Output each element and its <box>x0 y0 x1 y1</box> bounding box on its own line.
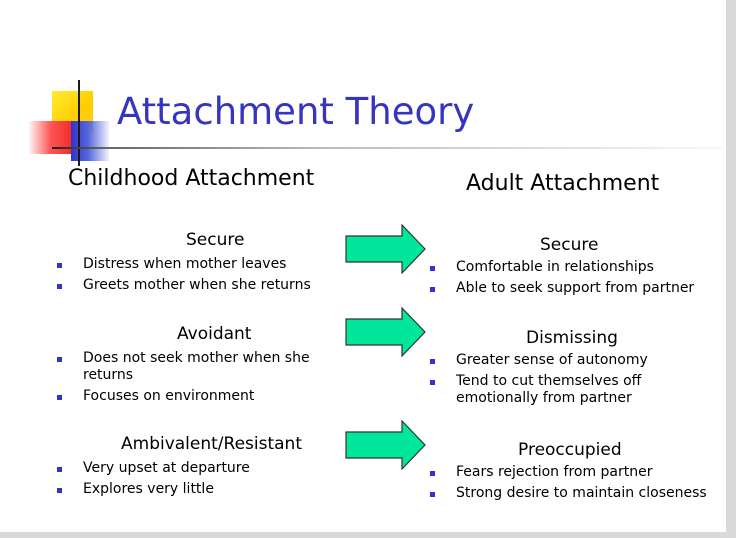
list-item: Does not seek mother when she <box>57 350 310 367</box>
list-item-continuation: returns <box>83 367 134 383</box>
bullet-icon <box>57 284 62 289</box>
bullet-icon <box>57 357 62 362</box>
adult-heading: Adult Attachment <box>466 171 660 196</box>
bullet-icon <box>57 263 62 268</box>
list-item: Tend to cut themselves off <box>430 373 641 390</box>
list-item: Greets mother when she returns <box>57 277 311 294</box>
slide: Attachment Theory Childhood Attachment A… <box>0 0 726 532</box>
list-item: Focuses on environment <box>57 388 254 405</box>
bullet-icon <box>57 395 62 400</box>
right-arrow-icon <box>345 224 426 274</box>
slide-title: Attachment Theory <box>117 90 475 133</box>
bullet-icon <box>430 380 435 385</box>
adult-dismissing-heading: Dismissing <box>526 328 618 348</box>
bullet-icon <box>430 359 435 364</box>
window-edge-right <box>726 0 736 538</box>
bullet-icon <box>430 287 435 292</box>
list-item: Very upset at departure <box>57 460 250 477</box>
childhood-ambivalent-heading: Ambivalent/Resistant <box>121 434 302 454</box>
adult-preoccupied-heading: Preoccupied <box>518 440 622 460</box>
right-arrow-icon <box>345 307 426 357</box>
list-item: Explores very little <box>57 481 214 498</box>
childhood-avoidant-heading: Avoidant <box>177 324 252 344</box>
list-item: Able to seek support from partner <box>430 280 694 297</box>
logo-vertical-line <box>78 80 80 166</box>
childhood-secure-heading: Secure <box>186 230 245 250</box>
bullet-icon <box>430 266 435 271</box>
list-item: Distress when mother leaves <box>57 256 286 273</box>
childhood-heading: Childhood Attachment <box>68 166 315 191</box>
bullet-icon <box>430 492 435 497</box>
logo-square-red <box>29 121 77 154</box>
list-item: Greater sense of autonomy <box>430 352 648 369</box>
bullet-icon <box>57 488 62 493</box>
bullet-icon <box>57 467 62 472</box>
window-edge-bottom <box>0 532 736 538</box>
title-underline <box>52 147 722 149</box>
list-item: Comfortable in relationships <box>430 259 654 276</box>
list-item: Fears rejection from partner <box>430 464 653 481</box>
bullet-icon <box>430 471 435 476</box>
list-item-continuation: emotionally from partner <box>456 390 632 406</box>
logo-square-blue <box>71 121 109 161</box>
right-arrow-icon <box>345 420 426 470</box>
adult-secure-heading: Secure <box>540 235 599 255</box>
list-item: Strong desire to maintain closeness <box>430 485 707 502</box>
